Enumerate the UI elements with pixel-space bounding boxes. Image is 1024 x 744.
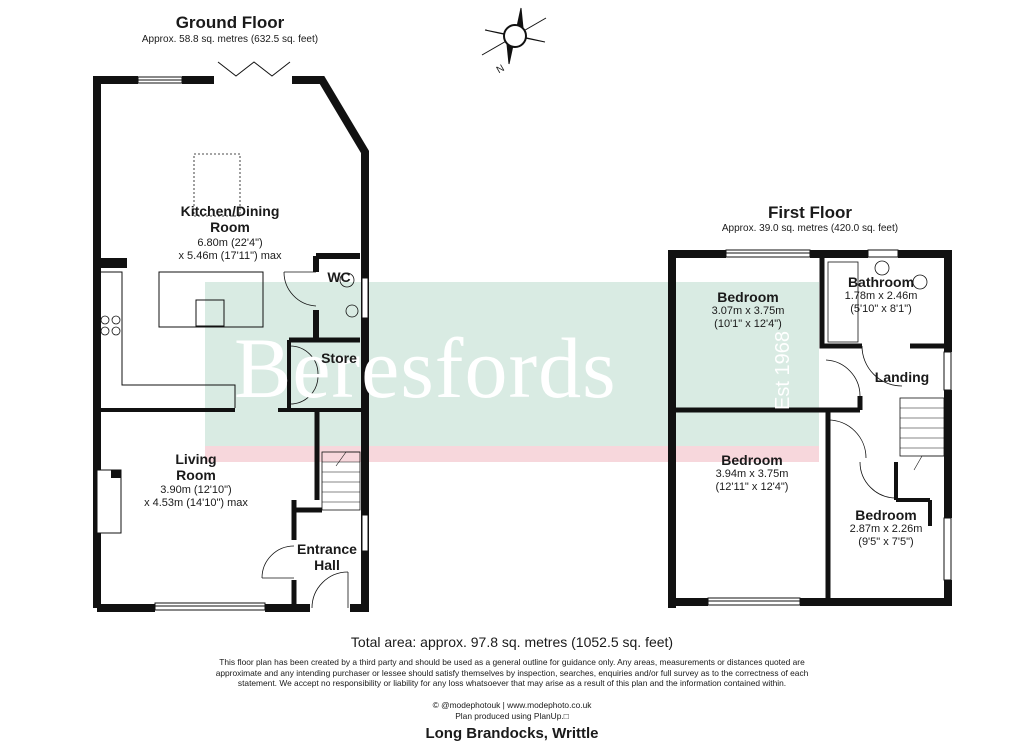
- first-floor-area: Approx. 39.0 sq. metres (420.0 sq. feet): [721, 223, 899, 234]
- room-dimension: 3.90m (12'10"): [160, 484, 232, 496]
- watermark-brand: Beresfords: [234, 320, 617, 416]
- room-dimension: 3.94m x 3.75m: [715, 468, 789, 480]
- room-name: Kitchen/Dining: [180, 203, 280, 219]
- credit: © @modephotouk | www.modephoto.co.uk Pla…: [362, 700, 662, 722]
- room-dimension: 2.87m x 2.26m: [849, 523, 923, 535]
- first-floor-plan: [668, 249, 952, 608]
- room-entrance-hall: Entrance Hall: [290, 541, 364, 573]
- room-dimension: (5'10" x 8'1"): [850, 303, 912, 315]
- room-dimension: 1.78m x 2.46m: [844, 290, 918, 302]
- room-name: Entrance: [297, 541, 357, 557]
- room-name: Bathroom: [847, 274, 915, 290]
- room-landing: Landing: [874, 369, 930, 385]
- room-name: Hall: [314, 557, 340, 573]
- disclaimer-line: approximate and any intending purchaser …: [215, 667, 809, 678]
- disclaimer: This floor plan has been created by a th…: [140, 657, 884, 689]
- ground-floor-area: Approx. 58.8 sq. metres (632.5 sq. feet): [141, 34, 319, 45]
- room-dimension: (9'5" x 7'5"): [858, 536, 914, 548]
- room-name: Living: [175, 451, 217, 467]
- watermark-band: [205, 282, 819, 446]
- disclaimer-line: This floor plan has been created by a th…: [219, 657, 805, 667]
- room-dimension: (10'1" x 12'4"): [714, 318, 782, 330]
- ground-floor-title: Ground Floor: [175, 13, 285, 32]
- room-bedroom-3: Bedroom 2.87m x 2.26m (9'5" x 7'5"): [838, 507, 934, 549]
- room-name: Room: [176, 467, 216, 483]
- room-dimension: 6.80m (22'4"): [197, 237, 263, 249]
- room-name: Room: [210, 219, 250, 235]
- total-area: Total area: approx. 97.8 sq. metres (105…: [350, 634, 674, 650]
- room-kitchen-dining: Kitchen/Dining Room 6.80m (22'4") x 5.46…: [150, 203, 310, 263]
- room-living: Living Room 3.90m (12'10") x 4.53m (14'1…: [118, 451, 274, 510]
- room-bedroom-1: Bedroom 3.07m x 3.75m (10'1" x 12'4"): [690, 289, 806, 331]
- ground-floor-plan: [93, 61, 369, 612]
- room-name: Bedroom: [717, 289, 779, 305]
- credit-line: © @modephotouk | www.modephoto.co.uk: [432, 700, 592, 710]
- room-bathroom: Bathroom 1.78m x 2.46m (5'10" x 8'1"): [836, 274, 926, 316]
- room-wc: WC: [327, 269, 351, 285]
- compass-icon: [481, 7, 547, 65]
- room-bedroom-2: Bedroom 3.94m x 3.75m (12'11" x 12'4"): [692, 452, 812, 494]
- watermark-stripe: [205, 446, 819, 462]
- credit-line: Plan produced using PlanUp.□: [455, 711, 569, 721]
- room-dimension: x 5.46m (17'11") max: [178, 250, 282, 262]
- room-name: Bedroom: [721, 452, 783, 468]
- room-dimension: x 4.53m (14'10") max: [144, 497, 248, 509]
- room-dimension: 3.07m x 3.75m: [711, 305, 785, 317]
- disclaimer-line: statement. We accept no responsibility o…: [237, 678, 787, 688]
- room-dimension: (12'11" x 12'4"): [715, 481, 789, 493]
- property-address: Long Brandocks, Writtle: [425, 725, 599, 742]
- room-name: Bedroom: [855, 507, 917, 523]
- room-store: Store: [321, 350, 357, 366]
- first-floor-title: First Floor: [767, 203, 853, 222]
- watermark-est: Est 1968: [772, 331, 794, 410]
